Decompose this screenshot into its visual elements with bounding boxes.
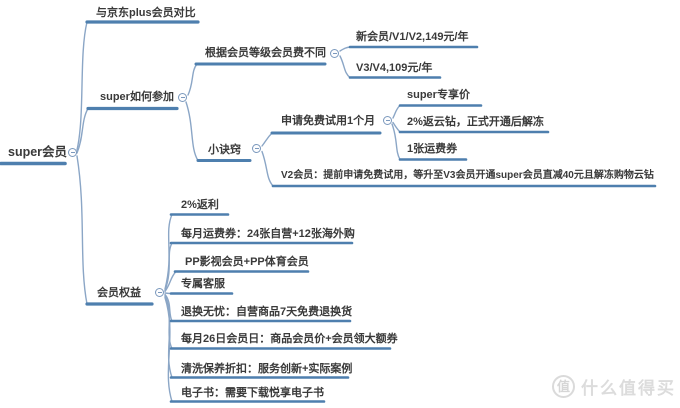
node-member-benefits[interactable]: 会员权益 [97,287,141,299]
node-member-day-26th[interactable]: 每月26日会员日：商品会员价+会员领大额券 [181,333,398,345]
node-pp-memberships[interactable]: PP影视会员+PP体育会员 [185,256,309,268]
collapse-toggle-root[interactable] [68,148,77,157]
node-super-exclusive-price[interactable]: super专享价 [407,89,470,101]
node-underlines [0,20,657,403]
watermark: 值 什么值得买 [552,374,676,399]
node-root-super-member[interactable]: super会员 [8,145,68,159]
collapse-toggle-how-to-join[interactable] [178,93,187,102]
node-new-member-fee[interactable]: 新会员/V1/V2,149元/年 [356,31,469,43]
node-compare-jd-plus[interactable]: 与京东plus会员对比 [96,7,196,19]
node-one-shipping-coupon[interactable]: 1张运费券 [407,143,458,155]
node-free-trial-month[interactable]: 申请免费试用1个月 [281,115,376,127]
node-v3-v4-fee[interactable]: V3/V4,109元/年 [356,62,433,74]
collapse-toggle-fee-level[interactable] [330,49,339,58]
node-free-returns[interactable]: 退换无忧：自营商品7天免费退换货 [181,306,353,318]
node-how-to-join[interactable]: super如何参加 [100,91,174,103]
collapse-toggle-benefits[interactable] [155,288,164,297]
node-rebate-2pct[interactable]: 2%返利 [181,199,219,211]
node-v2-member-tip[interactable]: V2会员：提前申请免费试用，等升至V3会员开通super会员直减40元且解冻购物… [281,170,654,181]
watermark-logo-icon: 值 [552,375,575,398]
node-cleaning-discount[interactable]: 清洗保养折扣：服务创新+实际案例 [181,363,353,375]
watermark-text: 什么值得买 [581,379,676,398]
node-monthly-shipping-coupons[interactable]: 每月运费券：24张自营+12张海外购 [181,228,355,240]
node-tips[interactable]: 小诀窍 [208,144,241,156]
connector-curves [76,21,401,403]
node-dedicated-service[interactable]: 专属客服 [181,278,225,290]
node-fee-by-level[interactable]: 根据会员等级会员费不同 [205,47,326,59]
node-ebook-benefit[interactable]: 电子书：需要下载悦享电子书 [181,387,324,399]
collapse-toggle-tips[interactable] [252,144,261,153]
node-cloud-diamond-rebate[interactable]: 2%返云钻，正式开通后解冻 [407,116,544,128]
collapse-toggle-free-trial[interactable] [383,116,392,125]
